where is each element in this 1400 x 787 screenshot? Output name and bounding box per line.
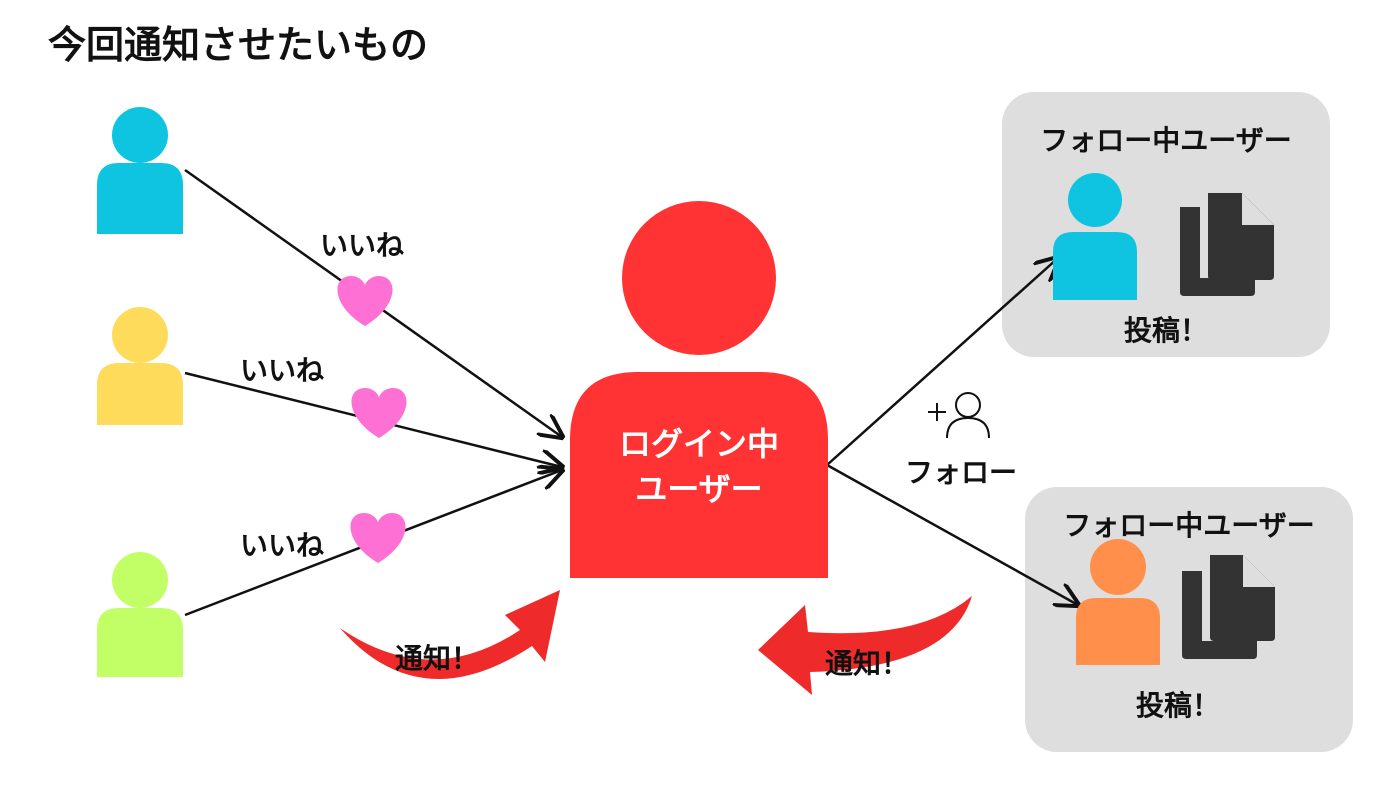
documents-icon	[1182, 555, 1275, 659]
liker-user-3	[97, 552, 183, 677]
notify-label-right: 通知！	[825, 647, 909, 680]
logged-in-user-head	[622, 201, 776, 355]
like-label-1: いいね	[320, 229, 404, 262]
heart-icon	[337, 276, 393, 326]
page-title: 今回通知させたいもの	[48, 23, 428, 67]
panel-2-title: フォロー中ユーザー	[1063, 509, 1314, 542]
liker-user-1	[97, 107, 183, 234]
logged-in-user: ログイン中 ユーザー	[570, 201, 828, 578]
notify-arrow-left	[340, 590, 560, 679]
follow-arrow-2	[826, 463, 1078, 605]
documents-icon	[1180, 193, 1274, 296]
notify-arrow-right	[758, 596, 972, 695]
heart-icon	[350, 513, 406, 563]
liker-user-2	[97, 307, 183, 425]
follow-label: フォロー	[905, 456, 1017, 489]
like-label-2: いいね	[240, 354, 324, 387]
add-user-icon	[928, 392, 990, 439]
panel-1-post-label: 投稿！	[1124, 314, 1208, 347]
panel-2-post-label: 投稿！	[1136, 689, 1220, 722]
logged-in-user-body	[570, 372, 828, 578]
notify-label-left: 通知！	[395, 642, 479, 675]
follow-arrow-1	[826, 258, 1058, 466]
like-label-3: いいね	[240, 529, 324, 562]
following-user-1	[1053, 173, 1137, 300]
center-user-label-line2: ユーザー	[635, 470, 762, 508]
panel-1-title: フォロー中ユーザー	[1040, 124, 1291, 157]
center-user-label-line1: ログイン中	[619, 425, 779, 463]
heart-icon	[351, 388, 407, 438]
following-user-2	[1076, 539, 1160, 665]
